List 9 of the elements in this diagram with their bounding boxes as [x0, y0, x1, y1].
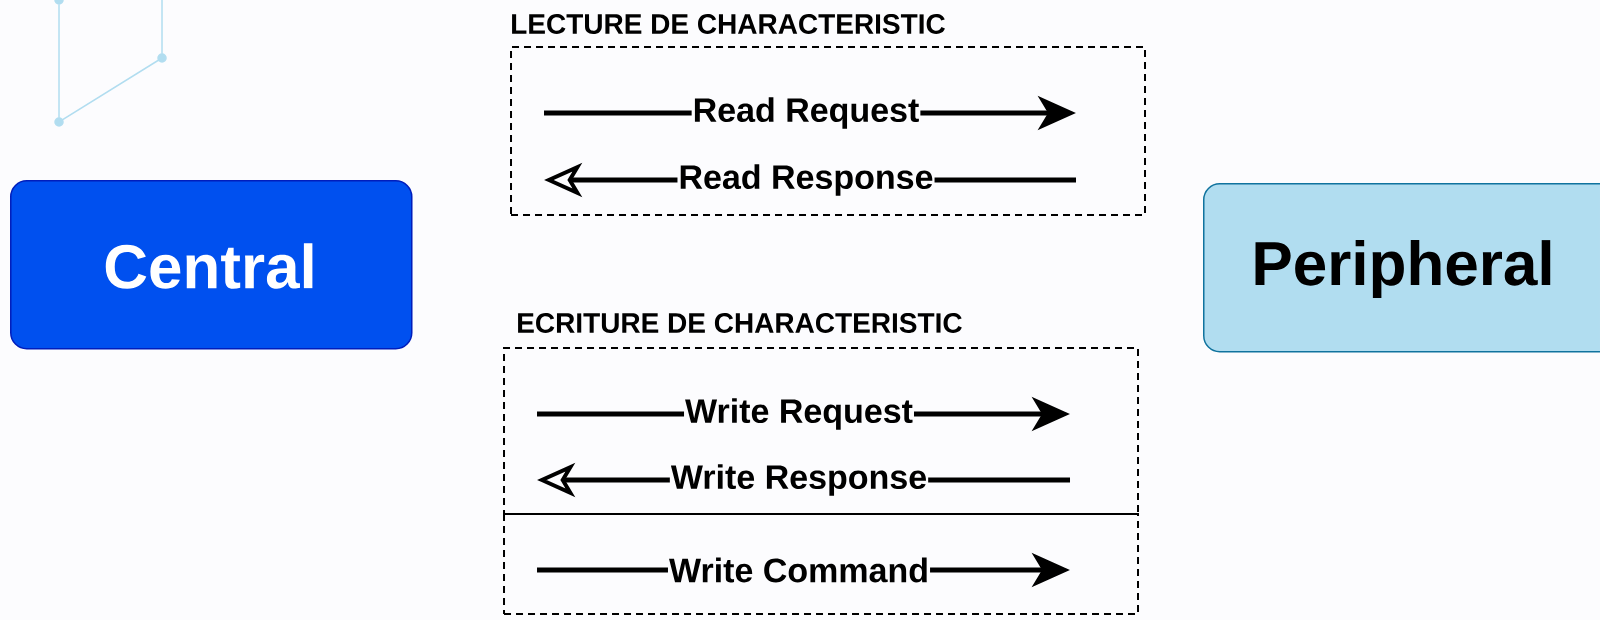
process-box: Peripheral [1203, 183, 1600, 353]
arrow-label: Write Response [669, 463, 929, 497]
process-box: Central [10, 180, 413, 350]
arrow-label: Read Request [691, 96, 921, 130]
group-heading: LECTURE DE CHARACTERISTIC [512, 14, 945, 34]
arrow-label: Write Request [684, 397, 914, 431]
arrow-label: Read Response [677, 163, 935, 197]
arrow-label: Write Command [668, 556, 931, 584]
group-heading: ECRITURE DE CHARACTERISTIC [518, 313, 962, 333]
